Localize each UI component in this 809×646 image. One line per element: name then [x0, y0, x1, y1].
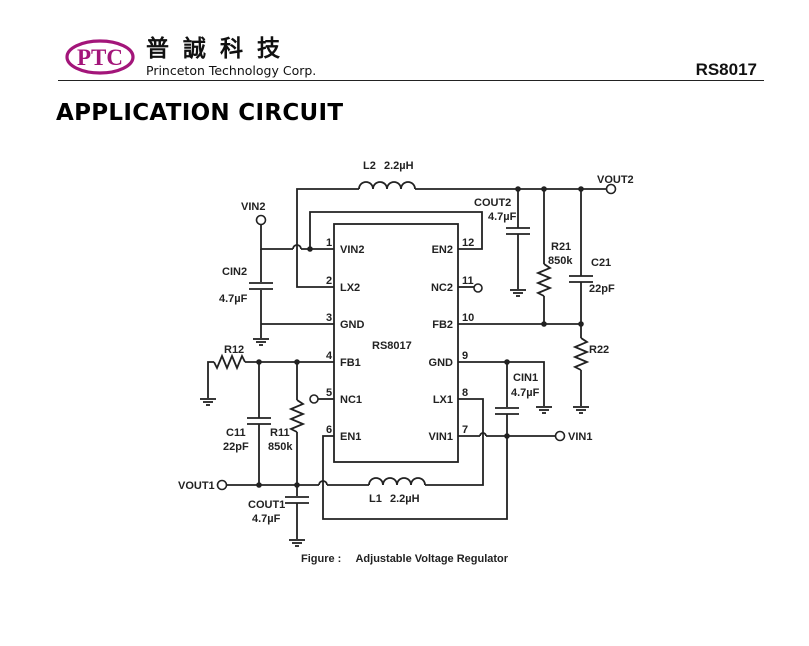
r22-ref: R22 — [589, 344, 609, 356]
section-title: APPLICATION CIRCUIT — [56, 100, 344, 126]
l2-value: 2.2µH — [384, 160, 414, 172]
wire-vout1-hop — [318, 480, 328, 486]
c11-ref: C11 — [226, 427, 246, 439]
wire-lx1-l1 — [425, 398, 484, 486]
wire-r12-gnd — [207, 361, 214, 398]
vout1-label: VOUT1 — [178, 480, 215, 492]
vout1-terminal — [216, 479, 228, 491]
pin-num: 3 — [326, 312, 332, 324]
header-divider — [58, 80, 764, 81]
vout2-label: VOUT2 — [597, 174, 634, 186]
pin-name: VIN1 — [429, 431, 453, 443]
inductor-l2 — [358, 181, 416, 190]
cin1-value: 4.7µF — [511, 387, 540, 399]
ic-name: RS8017 — [372, 340, 412, 352]
vin1-label: VIN1 — [568, 431, 592, 443]
pin-name: FB2 — [432, 319, 453, 331]
pin-name: EN1 — [340, 431, 361, 443]
nc1-terminal — [309, 394, 319, 404]
junction — [541, 321, 547, 327]
ptc-logo: PTC — [65, 39, 135, 75]
ic-left-pins: 1 VIN2 2 LX2 3 GND 4 FB1 5 NC1 6 EN1 — [326, 237, 365, 443]
page-header: PTC 普誠科技 Princeton Technology Corp. RS80… — [0, 0, 809, 85]
ground-icon — [536, 406, 552, 414]
pin-name: LX2 — [340, 282, 360, 294]
pin-name: GND — [429, 357, 454, 369]
ground-icon — [573, 406, 589, 414]
c11-value: 22pF — [223, 441, 249, 453]
ground-icon — [510, 289, 526, 297]
r11-ref: R11 — [270, 427, 290, 439]
cin2-value: 4.7µF — [219, 293, 248, 305]
vin1-terminal — [554, 430, 566, 442]
pin-num: 6 — [326, 424, 332, 436]
part-number: RS8017 — [695, 60, 757, 79]
wire-cin1-bottom — [322, 414, 508, 520]
resistor-r11 — [288, 399, 306, 433]
junction — [307, 246, 313, 252]
cin1-ref: CIN1 — [513, 372, 538, 384]
pin-num: 9 — [462, 350, 468, 362]
r11-value: 850k — [268, 441, 293, 453]
ground-icon — [289, 539, 305, 547]
c21-ref: C21 — [591, 257, 611, 269]
figure-caption: Figure : Adjustable Voltage Regulator — [301, 553, 508, 565]
pin-num: 7 — [462, 424, 468, 436]
ic-right-pins: 12 EN2 11 NC2 10 FB2 9 GND 8 LX1 7 VIN1 — [429, 237, 475, 443]
resistor-r21 — [535, 263, 553, 297]
caption-label: Figure : — [301, 553, 342, 565]
pin-name: NC2 — [431, 282, 453, 294]
r21-value: 850k — [548, 255, 573, 267]
l1-ref: L1 — [369, 493, 382, 505]
r12-ref: R12 — [224, 344, 244, 356]
ic-body — [333, 223, 459, 463]
pin-num: 8 — [462, 387, 468, 399]
pin-name: VIN2 — [340, 244, 364, 256]
pin-name: GND — [340, 319, 365, 331]
pin-num: 10 — [462, 312, 474, 324]
pin-name: LX1 — [433, 394, 453, 406]
cout1-value: 4.7µF — [252, 513, 281, 525]
wire-gnd-pin9 — [458, 361, 545, 406]
nc2-terminal — [473, 283, 483, 293]
pin-num: 4 — [326, 350, 333, 362]
caption-text: Adjustable Voltage Regulator — [355, 553, 509, 565]
pin-num: 1 — [326, 237, 332, 249]
l1-value: 2.2µH — [390, 493, 420, 505]
pin-name: FB1 — [340, 357, 361, 369]
wire-vin2-hop — [292, 244, 302, 250]
c21-value: 22pF — [589, 283, 615, 295]
vin2-terminal — [255, 214, 267, 226]
vin2-label: VIN2 — [241, 201, 265, 213]
ground-icon — [200, 398, 216, 406]
resistor-r12 — [213, 353, 246, 371]
company-name-cn: 普誠科技 — [146, 36, 294, 62]
l2-ref: L2 — [363, 160, 376, 172]
pin-num: 5 — [326, 387, 332, 399]
junction — [504, 433, 510, 439]
wire-lx2-l2 — [296, 188, 359, 288]
vout2-terminal — [605, 183, 617, 195]
cin2-ref: CIN2 — [222, 266, 247, 278]
pin-num: 12 — [462, 237, 474, 249]
pin-num: 2 — [326, 275, 332, 287]
resistor-r22 — [572, 337, 590, 371]
inductor-l1 — [368, 477, 426, 486]
wire-en2-vin2 — [309, 211, 483, 250]
pin-name: NC1 — [340, 394, 362, 406]
cout1-ref: COUT1 — [248, 499, 285, 511]
cout2-value: 4.7µF — [488, 211, 517, 223]
wire-vin2 — [260, 223, 293, 250]
cout2-ref: COUT2 — [474, 197, 511, 209]
pin-num: 11 — [462, 275, 474, 287]
company-name-en: Princeton Technology Corp. — [146, 63, 317, 78]
logo-text: PTC — [77, 45, 123, 70]
r21-ref: R21 — [551, 241, 571, 253]
pin-name: EN2 — [432, 244, 453, 256]
ground-icon — [253, 338, 269, 346]
